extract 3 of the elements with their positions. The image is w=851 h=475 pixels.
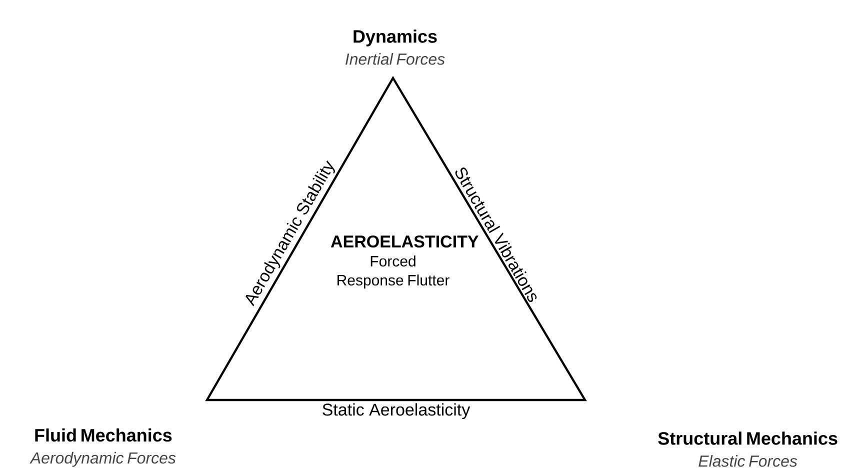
corner-label: Structural Mechanics Elastic Forces xyxy=(658,432,838,467)
corner-label: Fluid Mechanics Aerodynamic Forces xyxy=(30,428,176,467)
corner-label: Dynamics Inertial Forces xyxy=(346,30,445,65)
